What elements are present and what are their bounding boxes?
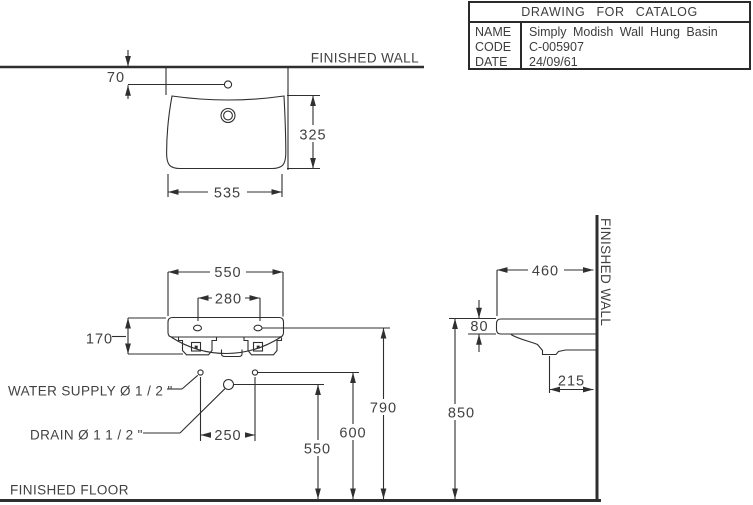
title-block-label-name: NAME — [475, 25, 512, 39]
bracket-slot-right — [252, 341, 264, 352]
floor: FINISHED FLOOR — [0, 483, 601, 502]
dim-text-backing — [297, 125, 329, 142]
dim-text-backing — [444, 404, 480, 420]
dim-250-text: 250 — [214, 428, 241, 444]
basin-bowl-curve — [170, 336, 282, 355]
dim-550-height-text: 550 — [304, 442, 331, 458]
mounting-bracket-left — [177, 337, 218, 356]
basin-body-front — [167, 316, 285, 338]
title-block-label-code: CODE — [475, 40, 512, 54]
dim-text-backing — [212, 291, 245, 305]
finished-wall-label-side: FINISHED WALL — [598, 218, 613, 326]
overflow-hole-inner — [223, 110, 233, 121]
title-block: DRAWING FOR CATALOG NAME CODE DATE Simpl… — [468, 1, 751, 70]
hanger-hole-left — [192, 324, 203, 332]
dim-text-backing — [210, 264, 246, 279]
dim-850-text: 850 — [448, 406, 475, 422]
dim-text-backing — [366, 399, 402, 415]
title-block-header: DRAWING FOR CATALOG — [470, 3, 749, 23]
dim-550-width-text: 550 — [214, 265, 241, 281]
dim-70-text: 70 — [107, 70, 125, 86]
title-block-body: NAME CODE DATE Simply Modish Wall Hung B… — [470, 23, 749, 70]
dim-280-text: 280 — [215, 292, 242, 308]
faucet-hole — [223, 80, 233, 89]
dim-text-backing — [211, 427, 245, 443]
dim-215-text: 215 — [558, 374, 585, 390]
dim-text-backing — [208, 184, 247, 200]
dim-80-text: 80 — [470, 319, 488, 335]
drain-hole — [222, 378, 235, 391]
drain-leader — [179, 388, 226, 434]
dim-535-text: 535 — [214, 186, 241, 202]
dim-790-text: 790 — [370, 401, 397, 417]
drain-tab — [220, 349, 243, 358]
dim-text-backing — [336, 424, 371, 440]
title-block-value-date: 24/09/61 — [529, 55, 578, 69]
dim-460-text: 460 — [532, 264, 559, 280]
title-block-label-date: DATE — [475, 55, 508, 69]
dim-600-text: 600 — [339, 426, 366, 442]
dim-325-text: 325 — [299, 128, 326, 144]
top-view: FINISHED WALL 70 325 535 — [0, 50, 424, 202]
water-supply-label: WATER SUPPLY Ø 1 / 2 " — [8, 384, 173, 399]
water-supply-hole-left — [197, 369, 204, 376]
basin-profile-tail — [510, 334, 596, 356]
overflow-hole-outer — [220, 107, 236, 124]
title-block-labels: NAME CODE DATE — [470, 23, 522, 70]
title-block-value-name: Simply Modish Wall Hung Basin — [529, 25, 718, 39]
bracket-slot-left — [190, 341, 202, 352]
bracket-bolt-right — [256, 345, 260, 349]
front-view: 550 280 170 WATER SUPPLY Ø 1 / 2 " — [8, 264, 402, 499]
dim-text-backing — [300, 440, 335, 456]
basin-profile-side — [495, 318, 596, 335]
dim-text-backing — [528, 262, 564, 278]
finished-floor-label: FINISHED FLOOR — [10, 483, 129, 498]
title-block-value-code: C-005907 — [529, 40, 584, 54]
title-block-values: Simply Modish Wall Hung Basin C-005907 2… — [522, 23, 749, 70]
hanger-hole-right — [253, 324, 263, 332]
water-supply-leader — [181, 374, 199, 390]
finished-wall-label-top: FINISHED WALL — [311, 51, 419, 66]
bracket-bolt-left — [194, 345, 198, 349]
drain-label: DRAIN Ø 1 1 / 2 " — [30, 428, 143, 443]
dim-170-text: 170 — [86, 332, 113, 348]
side-view: FINISHED WALL 460 80 850 215 — [444, 215, 613, 502]
basin-outline-top — [166, 95, 287, 170]
water-supply-hole-right — [251, 369, 259, 376]
mounting-bracket-right — [243, 337, 283, 356]
